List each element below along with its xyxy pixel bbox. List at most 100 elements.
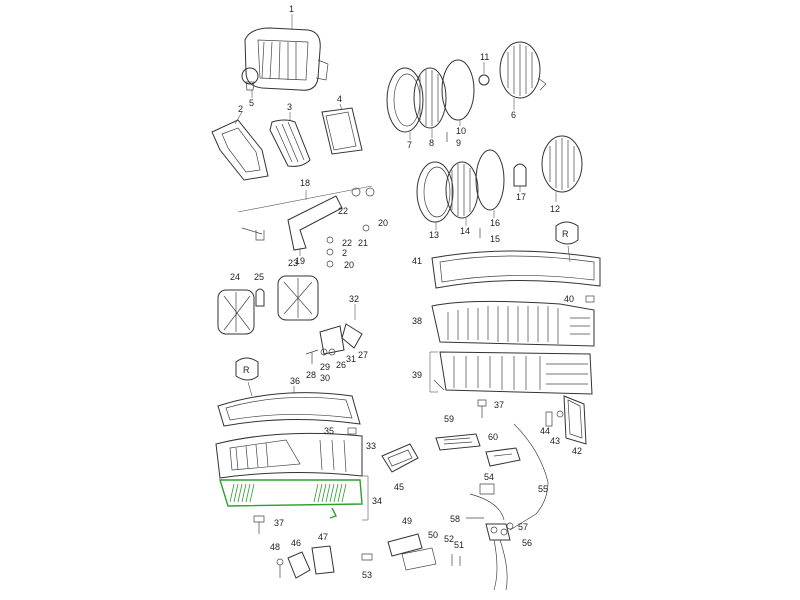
callout-59: 59 bbox=[444, 414, 454, 424]
part-14-headlight-lens bbox=[445, 161, 479, 226]
part-11-spring-clip bbox=[478, 62, 490, 86]
part-10-headlight-seal bbox=[441, 59, 475, 126]
callout-5: 5 bbox=[249, 98, 254, 108]
callout-45: 45 bbox=[394, 482, 404, 492]
callout-26: 26 bbox=[336, 360, 346, 370]
part-35-clip bbox=[347, 427, 357, 435]
part-18-bracket-group-leader bbox=[237, 185, 373, 213]
callout-8: 8 bbox=[429, 138, 434, 148]
part-40-clip bbox=[585, 295, 595, 303]
part-19-mounting-bracket bbox=[287, 195, 343, 256]
callout-54: 54 bbox=[484, 472, 494, 482]
part-37-screw-left bbox=[253, 515, 265, 534]
callout-23: 23 bbox=[288, 258, 298, 268]
callout-42: 42 bbox=[572, 446, 582, 456]
part-1-fog-lamp-housing bbox=[244, 14, 329, 91]
callout-13: 13 bbox=[429, 230, 439, 240]
callout-53: 53 bbox=[362, 570, 372, 580]
callout-44: 44 bbox=[540, 426, 550, 436]
callout-9: 9 bbox=[456, 138, 461, 148]
part-4-seal bbox=[321, 103, 363, 155]
callout-51: 51 bbox=[454, 540, 464, 550]
part-12-headlight-unit bbox=[541, 135, 583, 202]
callout-14: 14 bbox=[460, 226, 470, 236]
symbol-box-left: R bbox=[235, 357, 259, 397]
part-3-lens bbox=[269, 112, 311, 167]
callout-35: 35 bbox=[324, 426, 334, 436]
part-43-44-screws bbox=[545, 410, 564, 427]
callout-58: 58 bbox=[450, 514, 460, 524]
part-33-lens bbox=[215, 432, 363, 479]
part-24-side-marker-lens bbox=[217, 289, 255, 335]
callout-49: 49 bbox=[402, 516, 412, 526]
callout-30: 30 bbox=[320, 373, 330, 383]
callout-22b: 22 bbox=[342, 238, 352, 248]
part-8-headlight-lens bbox=[413, 67, 447, 138]
callout-50: 50 bbox=[428, 530, 438, 540]
callout-2: 2 bbox=[238, 104, 243, 114]
callout-6: 6 bbox=[511, 110, 516, 120]
callout-32: 32 bbox=[349, 294, 359, 304]
callout-56: 56 bbox=[522, 538, 532, 548]
part-6-headlight-unit bbox=[499, 41, 547, 110]
callout-7: 7 bbox=[407, 140, 412, 150]
part-55-cable bbox=[469, 423, 549, 531]
callout-1: 1 bbox=[289, 4, 294, 14]
symbol-text-top-right: R bbox=[562, 229, 569, 239]
part-54-clip bbox=[479, 483, 495, 495]
part-51-53-screws bbox=[361, 553, 461, 566]
callout-31: 31 bbox=[346, 354, 356, 364]
callout-38: 38 bbox=[412, 316, 422, 326]
part-41-gasket bbox=[431, 250, 601, 289]
callout-47: 47 bbox=[318, 532, 328, 542]
callout-21: 21 bbox=[358, 238, 368, 248]
part-38-tail-lens bbox=[431, 300, 595, 347]
part-46-47-48-parts bbox=[276, 545, 335, 579]
callout-33: 33 bbox=[366, 441, 376, 451]
callout-20b: 20 bbox=[344, 260, 354, 270]
part-49-50-light-unit bbox=[387, 533, 437, 571]
callout-20a: 20 bbox=[378, 218, 388, 228]
part-17-bulb bbox=[513, 163, 527, 192]
part-56-57-58-switch-assembly bbox=[466, 517, 514, 591]
part-36-gasket bbox=[217, 386, 361, 427]
callout-16: 16 bbox=[490, 218, 500, 228]
callout-37a: 37 bbox=[494, 400, 504, 410]
callout-19: 19 bbox=[295, 256, 305, 266]
part-16-headlight-seal bbox=[475, 149, 505, 218]
callout-15: 15 bbox=[490, 234, 500, 244]
part-34-indicator-lens-highlighted bbox=[219, 479, 363, 519]
callout-57: 57 bbox=[518, 522, 528, 532]
part-42-lamp-socket bbox=[563, 395, 587, 445]
part-28-32-screws bbox=[305, 348, 336, 364]
part-bracket-screws bbox=[241, 187, 375, 268]
callout-52: 52 bbox=[444, 534, 454, 544]
callout-41: 41 bbox=[412, 256, 422, 266]
callout-10: 10 bbox=[456, 126, 466, 136]
part-60-switch-cover bbox=[485, 447, 521, 467]
callout-48: 48 bbox=[270, 542, 280, 552]
symbol-box-top-right: R bbox=[555, 221, 579, 263]
callout-24: 24 bbox=[230, 272, 240, 282]
symbol-text-left: R bbox=[243, 365, 250, 375]
callout-2b: 2 bbox=[342, 248, 347, 258]
callout-11: 11 bbox=[480, 52, 489, 62]
callout-17: 17 bbox=[516, 192, 526, 202]
callout-34: 34 bbox=[372, 496, 382, 506]
part-39-tail-lens-lower bbox=[429, 351, 593, 395]
callout-28: 28 bbox=[306, 370, 316, 380]
callouts: 1 2 3 4 5 6 7 8 9 10 11 12 13 14 15 16 1… bbox=[230, 4, 582, 580]
part-25-bulb bbox=[255, 288, 265, 307]
part-34-leader bbox=[362, 475, 369, 521]
part-37-screw-right bbox=[477, 399, 487, 418]
part-59-switch bbox=[435, 433, 481, 451]
callout-60: 60 bbox=[488, 432, 498, 442]
callout-43: 43 bbox=[550, 436, 560, 446]
callout-4: 4 bbox=[337, 94, 342, 104]
callout-37b: 37 bbox=[274, 518, 284, 528]
callout-40: 40 bbox=[564, 294, 574, 304]
callout-46: 46 bbox=[291, 538, 301, 548]
callout-3: 3 bbox=[287, 102, 292, 112]
callout-55: 55 bbox=[538, 484, 548, 494]
